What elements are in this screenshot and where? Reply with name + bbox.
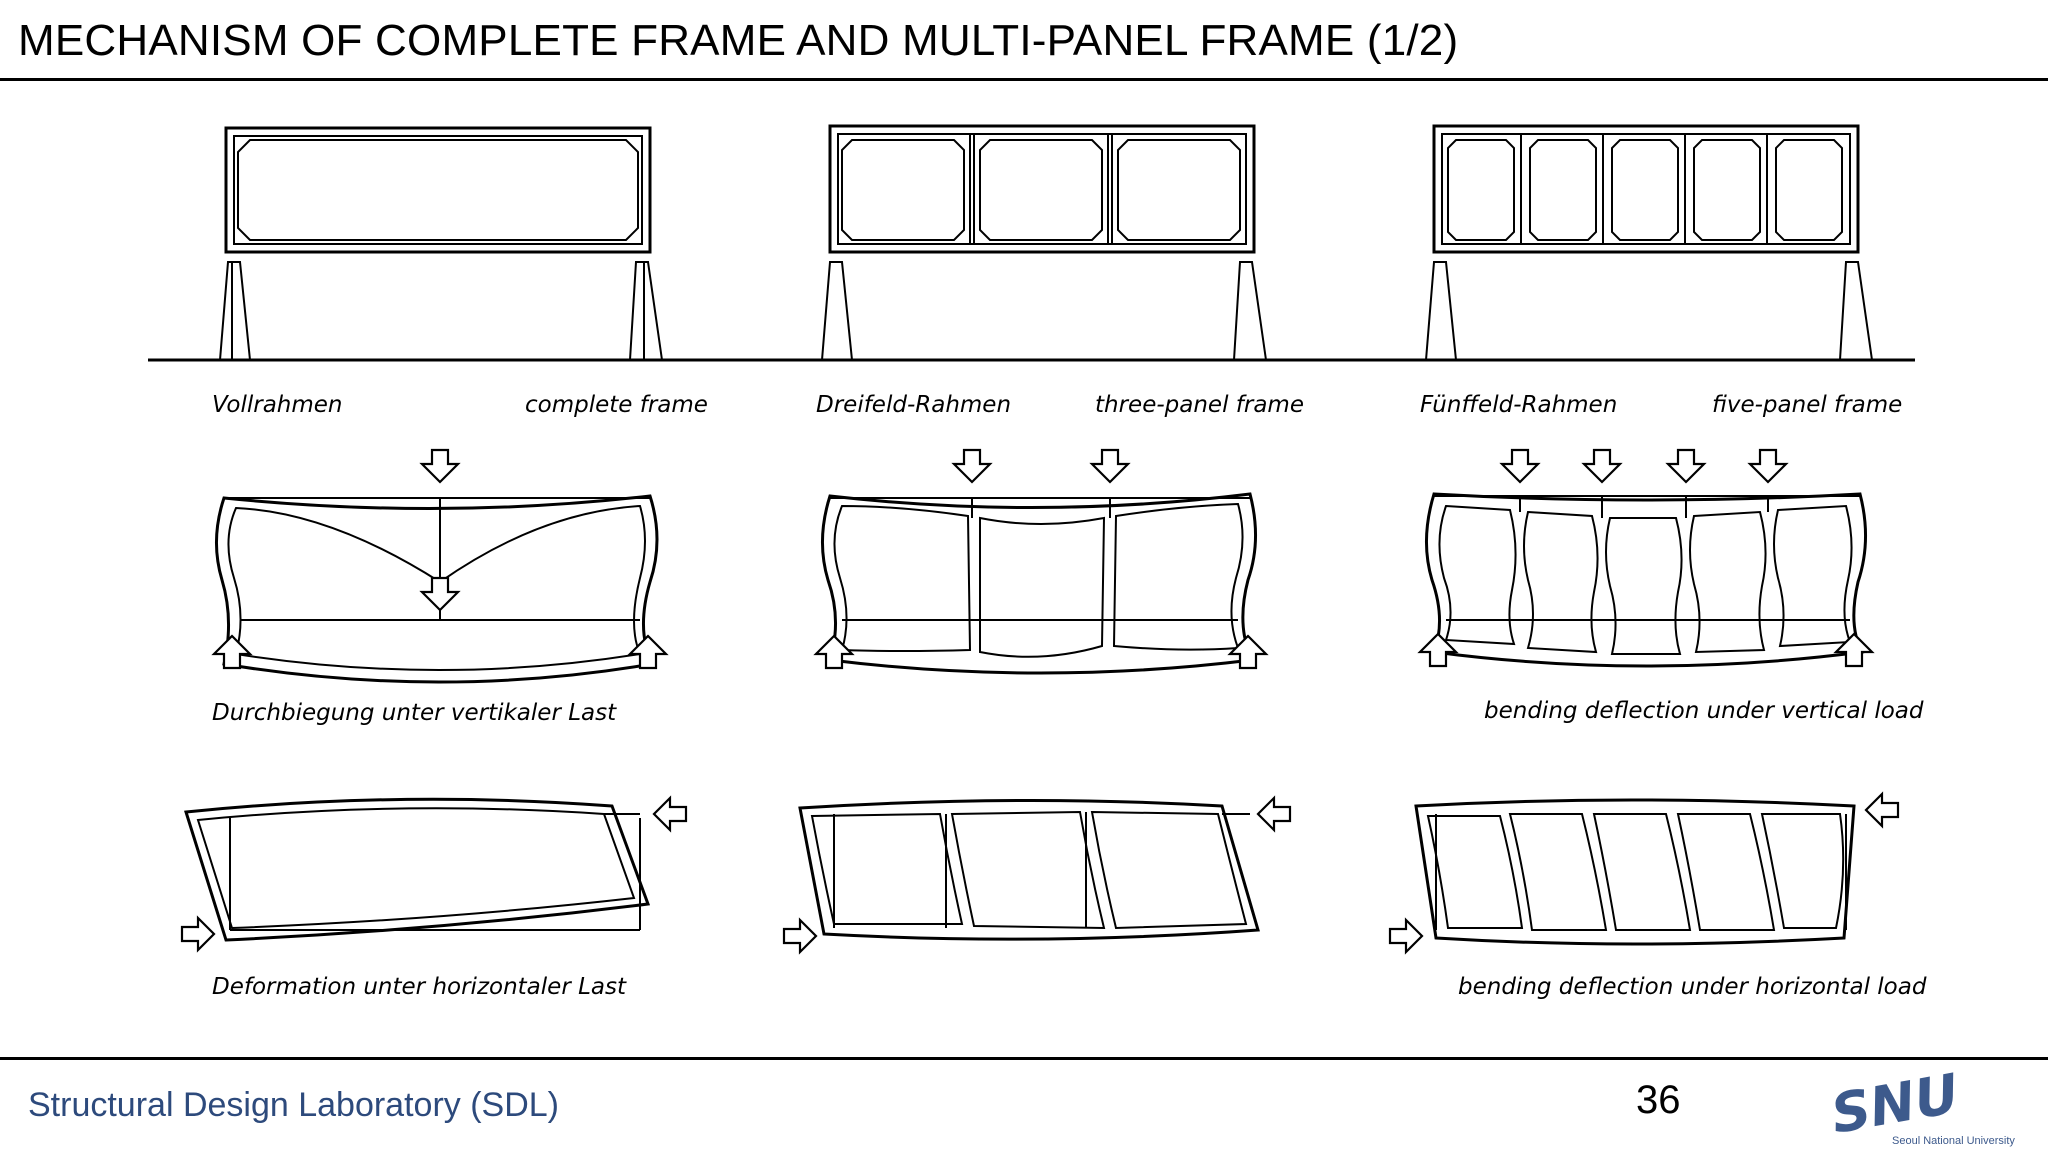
complete-frame-horizontal-load (180, 796, 688, 952)
load-arrow-down (1666, 448, 1706, 484)
load-arrow-down (1090, 448, 1130, 484)
label-vollrahmen: Vollrahmen (212, 392, 343, 418)
horizontal-load-arrow (1864, 792, 1900, 828)
three-panel-frame-horizontal-load (782, 796, 1292, 954)
load-arrow-down (952, 448, 992, 484)
label-complete-frame: complete frame (525, 392, 708, 418)
label-three-panel-frame: three-panel frame (1095, 392, 1304, 418)
snu-logo-subtext: Seoul National University (1892, 1135, 2015, 1147)
horizontal-reaction-arrow (782, 918, 818, 954)
complete-frame-vertical-load (212, 448, 668, 684)
load-arrow-down (1582, 448, 1622, 484)
label-deformation: Deformation unter horizontaler Last (212, 974, 627, 1000)
label-bending-vertical: bending deflection under vertical load (1484, 698, 1924, 724)
label-bending-horizontal: bending deflection under horizontal load (1458, 974, 1927, 1000)
label-dreifeld-rahmen: Dreifeld-Rahmen (816, 392, 1011, 418)
snu-logo: SNU Seoul National University (1827, 1070, 2016, 1147)
title-rule (0, 78, 2048, 81)
five-panel-frame-vertical-load (1418, 448, 1874, 668)
footer-rule (0, 1057, 2048, 1060)
five-panel-frame-horizontal-load (1388, 792, 1900, 954)
label-five-panel-frame: five-panel frame (1712, 392, 1902, 418)
load-arrow-down (1748, 448, 1788, 484)
horizontal-reaction-arrow (180, 916, 216, 952)
reaction-arrow-up (212, 634, 252, 670)
load-arrow-down (420, 576, 460, 612)
footer-lab-name: Structural Design Laboratory (SDL) (28, 1086, 560, 1124)
three-panel-frame-vertical-load (814, 448, 1268, 675)
three-panel-frame-elevation (820, 124, 1268, 361)
label-durchbiegung: Durchbiegung unter vertikaler Last (212, 700, 617, 726)
page-number: 36 (1636, 1078, 1681, 1122)
horizontal-load-arrow (1256, 796, 1292, 832)
slide-title: MECHANISM OF COMPLETE FRAME AND MULTI-PA… (18, 16, 1459, 65)
frame-mechanism-diagram: Vollrahmen complete frame Dreifeld-Rahme… (148, 124, 1927, 1000)
complete-frame-elevation (218, 126, 664, 361)
load-arrow-down (420, 448, 460, 484)
reaction-arrow-up (1418, 632, 1458, 668)
horizontal-load-arrow (652, 796, 688, 832)
reaction-arrow-up (1834, 632, 1874, 668)
horizontal-reaction-arrow (1388, 918, 1424, 954)
label-fuenffeld-rahmen: Fünffeld-Rahmen (1420, 392, 1617, 418)
load-arrow-down (1500, 448, 1540, 484)
five-panel-frame-elevation (1424, 124, 1874, 361)
